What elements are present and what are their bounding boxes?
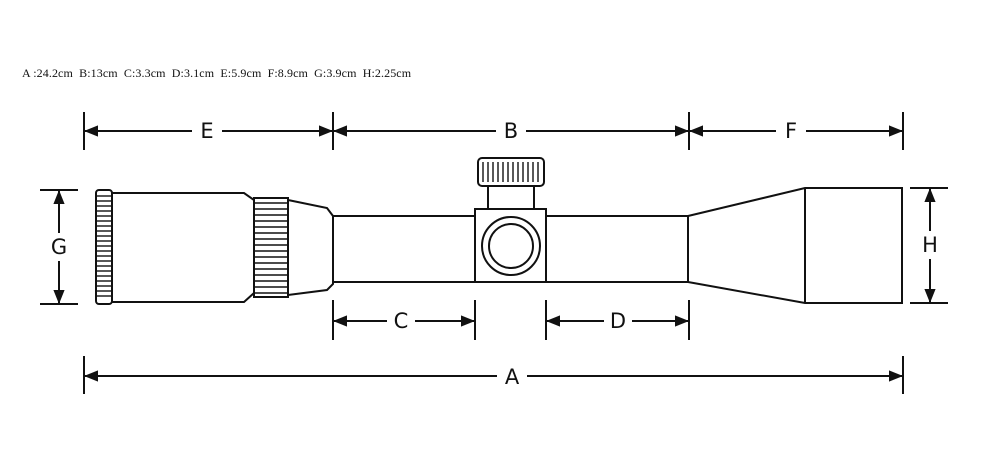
eyepiece-end-ring: [95, 189, 113, 305]
power-ring: [253, 197, 289, 298]
windage-turret-inner: [488, 223, 534, 269]
main-tube-front: [333, 215, 475, 283]
label-h: H: [922, 233, 938, 257]
dimension-specs: A :24.2cm B:13cm C:3.3cm D:3.1cm E:5.9cm…: [22, 66, 412, 80]
label-c: C: [394, 309, 409, 333]
label-f: F: [785, 119, 797, 143]
label-e: E: [200, 119, 213, 143]
extension-ticks: [40, 112, 948, 394]
eyepiece-knurling: [97, 195, 111, 297]
turret-housing: [474, 208, 547, 283]
turret-cap-knurling: [482, 162, 539, 182]
power-ring-knurling: [255, 202, 287, 294]
elevation-turret-cap: [477, 157, 545, 187]
main-tube-rear: [546, 215, 688, 283]
windage-turret: [481, 216, 541, 276]
ocular-bell: [287, 198, 334, 297]
eyepiece-body: [111, 192, 255, 303]
label-d: D: [610, 309, 626, 333]
label-g: G: [51, 235, 67, 259]
riflescope-drawing: [95, 157, 903, 305]
label-a: A: [505, 365, 520, 389]
elevation-turret-stem: [487, 185, 535, 209]
label-b: B: [504, 119, 518, 143]
objective-bell: [687, 187, 903, 304]
